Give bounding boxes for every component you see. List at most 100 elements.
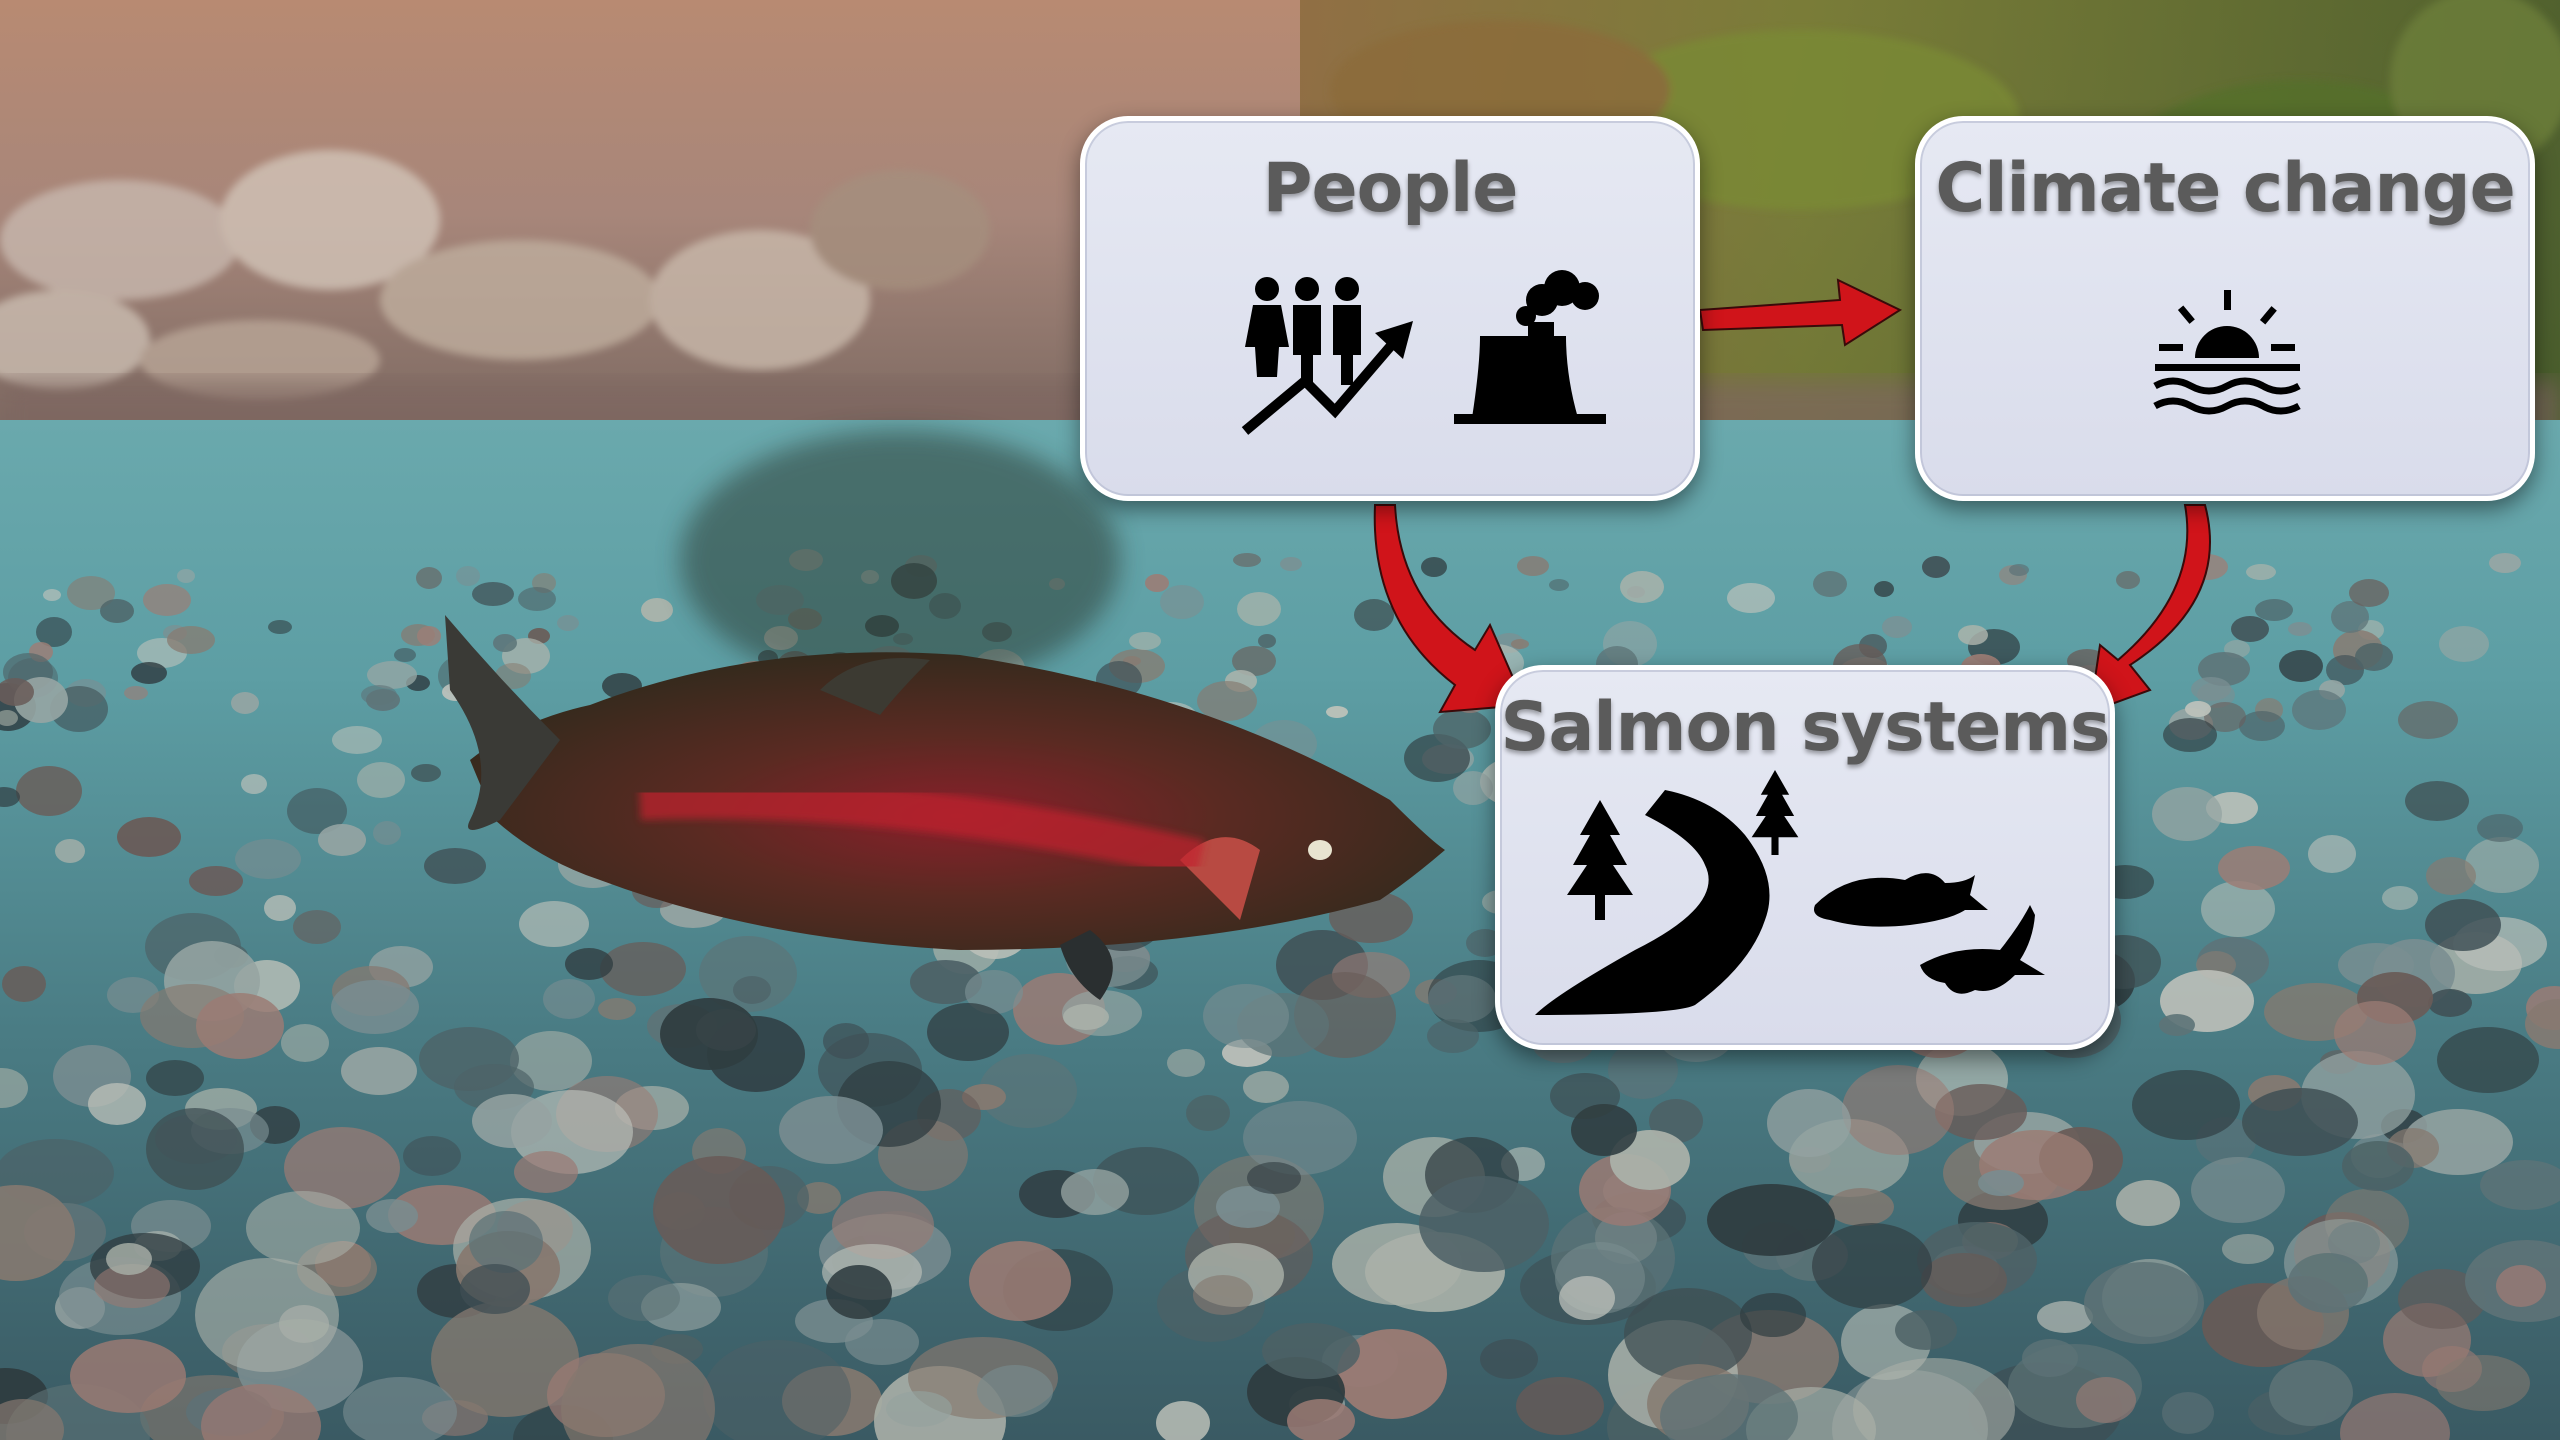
pebble <box>2425 899 2501 951</box>
pebble <box>367 661 417 689</box>
pebble <box>2465 837 2539 893</box>
pebble <box>598 998 636 1020</box>
pebble <box>1813 571 1847 597</box>
pebble <box>1549 579 1569 591</box>
pebble <box>1197 681 1257 721</box>
pebble <box>460 1264 530 1314</box>
pebble <box>2201 881 2275 937</box>
pebble <box>2308 835 2356 873</box>
pebble <box>241 774 267 794</box>
sunset-water-icon <box>2145 286 2310 416</box>
pebble <box>2239 711 2285 741</box>
pebble <box>600 942 686 996</box>
pebble <box>2191 677 2231 701</box>
pebble <box>1186 1095 1230 1131</box>
pebble <box>2231 616 2269 642</box>
pebble <box>293 910 341 944</box>
pebble <box>565 948 613 980</box>
pebble <box>117 817 181 857</box>
pebble <box>1354 599 1394 631</box>
pebble <box>281 1024 329 1062</box>
pebble <box>2477 814 2523 842</box>
pebble <box>493 634 517 652</box>
pebble <box>977 1365 1053 1417</box>
pebble <box>16 766 82 816</box>
pebble <box>2342 1141 2414 1191</box>
pebble <box>472 1094 552 1148</box>
pebble <box>1193 1275 1253 1315</box>
pebble <box>411 764 441 782</box>
pebble <box>927 1003 1009 1061</box>
pebble <box>2382 886 2418 910</box>
pebble <box>1421 557 1447 577</box>
pebble <box>2159 1014 2195 1036</box>
pebble <box>2436 1355 2530 1411</box>
pebble <box>2163 718 2217 752</box>
pebble <box>1842 1065 1954 1155</box>
pebble <box>518 587 556 611</box>
pebble <box>2288 1253 2368 1313</box>
pebble <box>2242 1088 2358 1156</box>
pebble <box>1882 616 1912 638</box>
pebble <box>2355 643 2393 671</box>
pebble <box>1517 556 1549 576</box>
pebble <box>357 762 405 798</box>
pebble <box>70 1339 186 1413</box>
pebble <box>2132 1070 2240 1140</box>
pebble <box>2246 564 2276 580</box>
pebble <box>177 569 195 583</box>
salmon-icon <box>1915 905 2050 1005</box>
pebble <box>1922 556 1950 578</box>
pebble <box>2489 553 2521 573</box>
pebble <box>2439 626 2489 662</box>
pebble <box>1620 571 1664 603</box>
pebble <box>1921 1253 2007 1307</box>
pebble <box>826 1265 892 1319</box>
pebble <box>146 1060 204 1096</box>
pebble <box>1516 1377 1604 1435</box>
pebble <box>1063 1004 1109 1030</box>
pebble <box>641 598 673 622</box>
pebble <box>886 1391 952 1427</box>
pebble <box>1874 581 1894 597</box>
pebble <box>733 976 771 1004</box>
pebble <box>143 584 191 616</box>
pebble <box>167 626 215 654</box>
pebble <box>1167 1049 1205 1077</box>
pebble <box>106 1243 152 1275</box>
pebble <box>2218 846 2290 890</box>
pebble <box>88 1083 146 1125</box>
pebble <box>469 1211 543 1273</box>
pebble <box>1237 592 1281 626</box>
pebble <box>195 1258 339 1372</box>
pebble <box>1427 1019 1479 1053</box>
pebble <box>1511 639 1529 649</box>
pebble <box>146 1108 244 1190</box>
pebble <box>424 848 486 884</box>
pebble <box>1480 1339 1538 1379</box>
pebble <box>189 866 243 896</box>
pebble <box>1247 1162 1301 1194</box>
pebble <box>1828 1188 1894 1226</box>
population-growth-icon <box>1235 271 1415 441</box>
pebble <box>969 1241 1071 1321</box>
pebble <box>1258 634 1276 648</box>
river-icon <box>1535 790 1780 1020</box>
pebble <box>55 839 85 863</box>
pebble <box>660 998 758 1070</box>
pebble <box>2191 1157 2285 1223</box>
pebble <box>1958 625 1988 645</box>
pebble <box>1145 574 1169 592</box>
pebble <box>2116 1180 2180 1226</box>
pebble <box>2269 1360 2353 1426</box>
pebble <box>519 901 589 947</box>
pebble <box>2255 599 2293 621</box>
pebble <box>331 980 419 1034</box>
pebble <box>514 1151 578 1193</box>
pebble <box>1233 553 1261 567</box>
pebble <box>2288 622 2312 636</box>
pebble <box>2116 571 2140 589</box>
pebble <box>1326 706 1348 718</box>
pebble <box>1243 1101 1357 1175</box>
node-people: People <box>1080 116 1700 501</box>
